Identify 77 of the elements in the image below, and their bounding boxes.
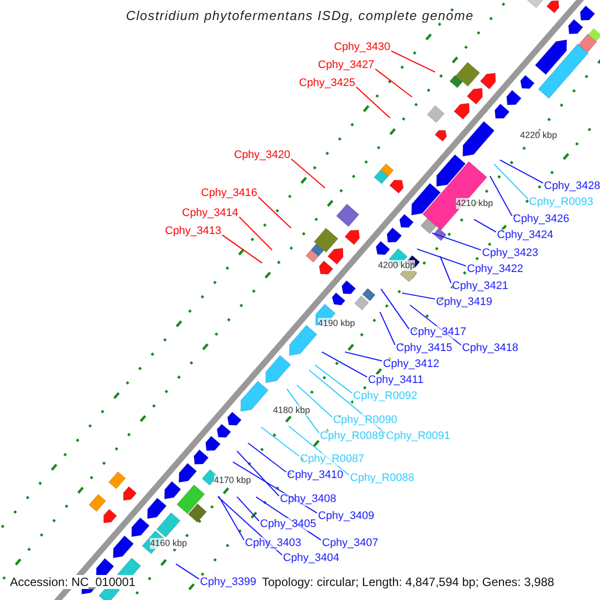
scale-label: 4170 kbp <box>214 475 252 486</box>
leader-line <box>474 218 496 232</box>
gene-label: Cphy_3427 <box>318 59 374 72</box>
leader-line <box>356 86 390 118</box>
scale-label: 4180 kbp <box>273 405 310 416</box>
leader-line <box>410 304 462 346</box>
gene-label: Cphy_R0093 <box>529 196 594 209</box>
leader-line <box>236 496 260 522</box>
gene-label: Cphy_3410 <box>287 469 344 482</box>
gene-label: Cphy_3399 <box>200 576 256 589</box>
leader-line <box>391 50 436 72</box>
gene-label: Cphy_3414 <box>182 207 238 220</box>
gene-label: Cphy_3418 <box>462 342 518 355</box>
leader-line <box>344 351 382 362</box>
leader-line <box>218 496 244 540</box>
leader-line <box>416 248 466 267</box>
leader-line <box>248 442 286 472</box>
leader-line <box>432 232 482 251</box>
leader-line <box>288 426 350 476</box>
gene-label: Cphy_3424 <box>497 229 554 242</box>
leader-line <box>494 164 528 200</box>
leader-line <box>380 288 410 330</box>
gene-label: Cphy_3413 <box>165 225 222 238</box>
footer-text: Accession: NC_010001 <box>8 575 138 589</box>
gene-label: Cphy_3411 <box>368 374 424 387</box>
gene-label: Cphy_R0089 <box>320 430 384 443</box>
gene-label: Cphy_3405 <box>260 518 316 531</box>
gene-label: Cphy_R0087 <box>300 453 364 466</box>
scale-label: 4200 kbp <box>378 260 416 271</box>
gene-label: Cphy_3409 <box>318 510 374 523</box>
leader-line <box>236 450 280 496</box>
leader-line <box>380 312 396 346</box>
leader-line <box>256 496 322 540</box>
gene-label: Cphy_3419 <box>436 296 492 309</box>
gene-label: Cphy_3428 <box>544 180 600 193</box>
gene-label: Cphy_3425 <box>299 77 356 90</box>
gene-label: Cphy_3408 <box>280 493 336 506</box>
leader-line <box>490 176 512 216</box>
leader-line <box>374 68 412 98</box>
scale-label: 4210 kbp <box>456 198 494 209</box>
gene-label: Cphy_R0090 <box>333 414 398 427</box>
leader-line <box>260 426 300 456</box>
gene-label: Cphy_3430 <box>334 41 390 54</box>
leader-line <box>232 462 318 514</box>
gene-label: Cphy_3422 <box>467 263 524 276</box>
gene-label: Cphy_3423 <box>482 247 538 260</box>
leader-line <box>258 196 292 228</box>
gene-label: Cphy_3404 <box>283 552 340 565</box>
leader-line <box>290 158 326 188</box>
gene-label: Cphy_R0092 <box>353 390 418 403</box>
leader-line <box>217 496 282 556</box>
leader-line <box>314 364 352 394</box>
gene-label: Cphy_3416 <box>201 187 258 200</box>
gene-label: Cphy_3421 <box>452 280 508 293</box>
leader-line <box>176 564 200 580</box>
leader-line <box>500 160 544 184</box>
gene-label: Cphy_3412 <box>383 358 440 371</box>
gene-label: Cphy_R0088 <box>350 472 414 485</box>
leader-line <box>222 234 262 264</box>
gene-label: Cphy_3403 <box>245 537 302 550</box>
footer-text: Topology: circular; Length: 4,847,594 bp; Genes: 3,988 <box>260 575 556 589</box>
leader-line <box>402 292 436 300</box>
gene-label: Cphy_3415 <box>396 342 452 355</box>
scale-label: 4160 kbp <box>150 538 188 549</box>
gene-label: Cphy_3417 <box>410 326 466 339</box>
leader-line <box>440 256 452 284</box>
leader-line <box>238 216 272 250</box>
gene-label: Cphy_3420 <box>234 149 290 162</box>
gene-label: Cphy_3407 <box>322 537 378 550</box>
leader-line <box>296 384 332 418</box>
leader-line <box>322 352 368 378</box>
leader-line <box>308 370 386 434</box>
scale-label: 4190 kbp <box>318 318 356 329</box>
gene-label: Cphy_R0091 <box>386 430 450 443</box>
scale-label: 4220 kbp <box>520 130 558 141</box>
map-title: Clostridium phytofermentans ISDg, complete genome <box>126 9 474 22</box>
gene-label: Cphy_3426 <box>513 213 570 226</box>
